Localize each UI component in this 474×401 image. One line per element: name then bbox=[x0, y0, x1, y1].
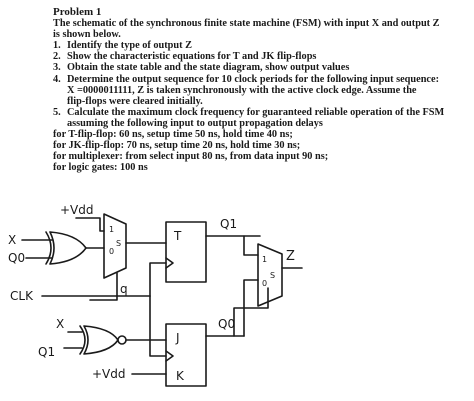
spec-multiplexer: for multiplexer: from select input 80 ns… bbox=[53, 151, 329, 163]
nand-gate bbox=[79, 325, 127, 355]
wire bbox=[149, 262, 167, 297]
multiplexer-1 bbox=[103, 213, 127, 279]
q0-output-label: Q0 bbox=[218, 317, 235, 331]
mux2-input-1: 1 bbox=[262, 255, 267, 264]
intro-line-1: The schematic of the synchronous finite … bbox=[53, 18, 440, 30]
item-text: Identify the type of output Z bbox=[67, 40, 193, 52]
item-text: Determine the output sequence for 10 clo… bbox=[67, 73, 440, 85]
t-input-label: T bbox=[173, 229, 182, 243]
mux2-input-0: 0 bbox=[262, 279, 267, 288]
spec-jk-flip-flop: for JK-flip-flop: 70 ns, setup time 20 n… bbox=[53, 140, 301, 152]
wire bbox=[75, 217, 105, 232]
k-input-label: K bbox=[176, 369, 185, 383]
item-number: 2. bbox=[53, 51, 61, 63]
spec-t-flip-flop: for T-flip-flop: 60 ns, setup time 50 ns… bbox=[53, 129, 293, 141]
clock-triangle-icon bbox=[165, 257, 174, 269]
q-mid-label: q bbox=[120, 282, 128, 296]
input-q0-label: Q0 bbox=[8, 251, 25, 265]
xor-gate bbox=[45, 231, 87, 265]
fsm-schematic: X Q0 +Vdd 1 0 S q T Q1 CLK X Q1 bbox=[8, 203, 303, 387]
mux2-select: S bbox=[270, 271, 275, 280]
jk-flip-flop bbox=[165, 323, 207, 387]
clk-label: CLK bbox=[10, 289, 34, 303]
item-text: Calculate the maximum clock frequency fo… bbox=[67, 106, 445, 118]
item-text: X =0000011111, Z is taken synchronously … bbox=[67, 84, 417, 96]
wire bbox=[89, 272, 118, 301]
vdd-top-label: +Vdd bbox=[60, 203, 94, 217]
item-number: 3. bbox=[53, 62, 61, 74]
multiplexer-2 bbox=[257, 243, 283, 307]
problem-statement: Problem 1 The schematic of the synchrono… bbox=[53, 6, 468, 174]
item-text: Show the characteristic equations for T … bbox=[67, 51, 317, 63]
mux1-input-0: 0 bbox=[109, 247, 114, 256]
clock-triangle-icon bbox=[165, 350, 174, 362]
item-text: flip-flops were cleared initially. bbox=[67, 95, 203, 107]
z-output-label: Z bbox=[286, 249, 295, 264]
list-item-2: 2. Show the characteristic equations for… bbox=[53, 51, 468, 62]
list-item-3: 3. Obtain the state table and the state … bbox=[53, 62, 468, 73]
t-flip-flop bbox=[165, 221, 207, 283]
q1-output-label: Q1 bbox=[220, 217, 237, 231]
wire bbox=[243, 235, 259, 256]
wire bbox=[149, 295, 167, 357]
spec-logic-gates: for logic gates: 100 ns bbox=[53, 162, 148, 174]
wire bbox=[243, 279, 259, 337]
list-item-4: 4. Determine the output sequence for 10 … bbox=[53, 74, 468, 107]
input-x-top-label: X bbox=[8, 233, 16, 247]
problem-title: Problem 1 bbox=[53, 6, 102, 18]
item-number: 4. bbox=[53, 73, 61, 85]
list-item-1: 1. Identify the type of output Z bbox=[53, 40, 468, 51]
item-text: Obtain the state table and the state dia… bbox=[67, 62, 350, 74]
mux1-input-1: 1 bbox=[109, 225, 114, 234]
vdd-bottom-label: +Vdd bbox=[92, 367, 126, 381]
item-text: assuming the following input to output p… bbox=[67, 117, 323, 129]
input-x-bottom-label: X bbox=[56, 317, 64, 331]
mux1-select: S bbox=[116, 239, 121, 248]
list-item-5: 5. Calculate the maximum clock frequency… bbox=[53, 107, 468, 129]
input-q1-label: Q1 bbox=[38, 345, 55, 359]
item-number: 5. bbox=[53, 106, 61, 118]
item-number: 1. bbox=[53, 40, 61, 52]
intro-line-2: is shown below. bbox=[53, 29, 121, 41]
j-input-label: J bbox=[175, 331, 180, 345]
wire bbox=[233, 287, 269, 337]
